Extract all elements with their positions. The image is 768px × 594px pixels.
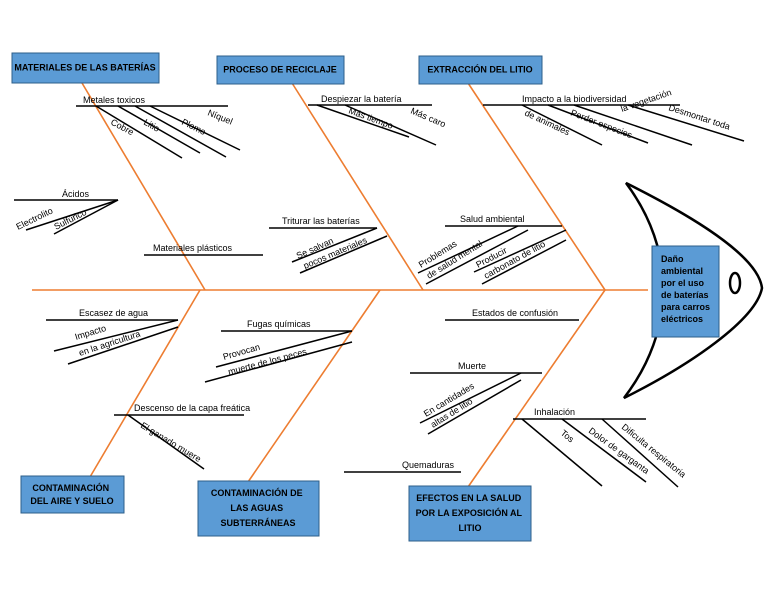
line-litio-metal (117, 105, 201, 154)
label-de-animales: de animales (523, 108, 572, 138)
cat-salud-line-1: EFECTOS EN LA SALUD (416, 493, 522, 503)
effect-line-3: por el uso (661, 278, 705, 288)
label-salud-ambiental: Salud ambiental (460, 214, 525, 224)
line-cantidades (419, 372, 522, 424)
cat-aguas-line-3: SUBTERRÁNEAS (220, 518, 295, 528)
effect-line-2: ambiental (661, 266, 703, 276)
label-ganado: El ganado muere (139, 420, 203, 464)
cat-aire-line-2: DEL AIRE Y SUELO (30, 496, 113, 506)
label-muerte: Muerte (458, 361, 486, 371)
cat-aguas-line-1: CONTAMINACIÓN DE (211, 487, 303, 498)
line-dificulta (601, 418, 679, 488)
line-impacto (53, 319, 179, 352)
line-salud-mental (425, 229, 529, 285)
cat-baterias: MATERIALES DE LAS BATERÍAS (14, 62, 155, 72)
box-reciclaje (216, 55, 345, 85)
label-triturar: Triturar las baterías (282, 216, 360, 226)
cause-labels: Metales toxicos Níquel Plomo Litio Cobre… (14, 87, 731, 479)
bone-lines (32, 82, 648, 488)
effect-line-6: eléctricos (661, 314, 703, 324)
fish-eye (728, 271, 742, 295)
label-dificulta: Dificulta respiratoria (620, 422, 688, 480)
line-peces (204, 341, 353, 383)
line-se-salvan (291, 227, 378, 263)
bone-reciclaje (291, 82, 424, 291)
cat-salud-line-2: POR LA EXPOSICIÓN AL (416, 507, 523, 518)
label-niquel: Níquel (206, 108, 234, 127)
line-plomo (134, 105, 227, 158)
cat-aguas-line-2: LAS AGUAS (230, 503, 283, 513)
line-de-animales (521, 104, 603, 146)
category-boxes: MATERIALES DE LAS BATERÍAS PROCESO DE RE… (11, 52, 543, 542)
label-mas-caro: Más caro (409, 106, 447, 130)
line-ganado (127, 414, 205, 470)
bone-aire-suelo (89, 289, 201, 478)
label-acidos: Ácidos (62, 189, 90, 199)
effect-line-4: de baterías (661, 290, 709, 300)
line-producir (473, 229, 567, 273)
label-materiales-plasticos: Materiales plásticos (153, 243, 233, 253)
bone-salud (467, 289, 606, 488)
cat-salud: EFECTOS EN LA SALUD POR LA EXPOSICIÓN AL… (416, 493, 525, 533)
box-aire-suelo (20, 475, 125, 514)
line-perder (547, 104, 649, 144)
label-impacto-biodiversidad: Impacto a la biodiversidad (522, 94, 627, 104)
line-electrolito (25, 199, 119, 231)
line-vegetacion (573, 104, 693, 146)
cause-lines (14, 104, 745, 488)
box-aguas (197, 480, 320, 537)
cat-reciclaje: PROCESO DE RECICLAJE (223, 64, 337, 74)
bone-aguas (247, 289, 381, 483)
cat-aire-line-1: CONTAMINACIÓN (32, 482, 109, 493)
fish-head: Daño ambiental por el uso de baterías pa… (623, 181, 764, 400)
line-mas-caro (344, 104, 437, 146)
box-litio (418, 55, 543, 85)
bone-baterias (81, 82, 206, 291)
effect-box (651, 245, 720, 338)
line-tos (521, 418, 603, 487)
label-descenso: Descenso de la capa freática (134, 403, 250, 413)
label-metales-toxicos: Metales toxicos (83, 95, 146, 105)
line-sulfurico (53, 199, 119, 235)
line-problemas (417, 225, 519, 274)
label-quemaduras: Quemaduras (402, 460, 455, 470)
cat-litio: EXTRACCIÓN DEL LITIO (427, 63, 532, 74)
label-confusion: Estados de confusión (472, 308, 558, 318)
box-salud (408, 485, 532, 542)
effect-text: Daño ambiental por el uso de baterías pa… (661, 254, 713, 324)
label-tos: Tos (559, 428, 577, 445)
bone-litio (467, 82, 606, 291)
label-inhalacion: Inhalación (534, 407, 575, 417)
line-desmontar (627, 104, 745, 142)
line-carbonato (481, 239, 567, 285)
label-fugas: Fugas químicas (247, 319, 311, 329)
label-escasez-agua: Escasez de agua (79, 308, 148, 318)
cat-salud-line-3: LITIO (459, 523, 482, 533)
label-despiezar: Despiezar la batería (321, 94, 402, 104)
line-dolor (561, 418, 647, 483)
line-provocan (215, 330, 353, 368)
cat-aguas: CONTAMINACIÓN DE LAS AGUAS SUBTERRÁNEAS (211, 487, 305, 528)
line-agricultura (67, 326, 179, 365)
effect-line-5: para carros (661, 302, 710, 312)
line-cobre (95, 105, 183, 159)
line-altas (427, 379, 522, 435)
cat-aire-suelo: CONTAMINACIÓN DEL AIRE Y SUELO (30, 482, 113, 506)
line-niquel (149, 105, 241, 151)
effect-line-1: Daño (661, 254, 684, 264)
box-baterias (11, 52, 160, 84)
line-pocos (299, 235, 388, 274)
line-mas-tiempo (316, 104, 410, 138)
